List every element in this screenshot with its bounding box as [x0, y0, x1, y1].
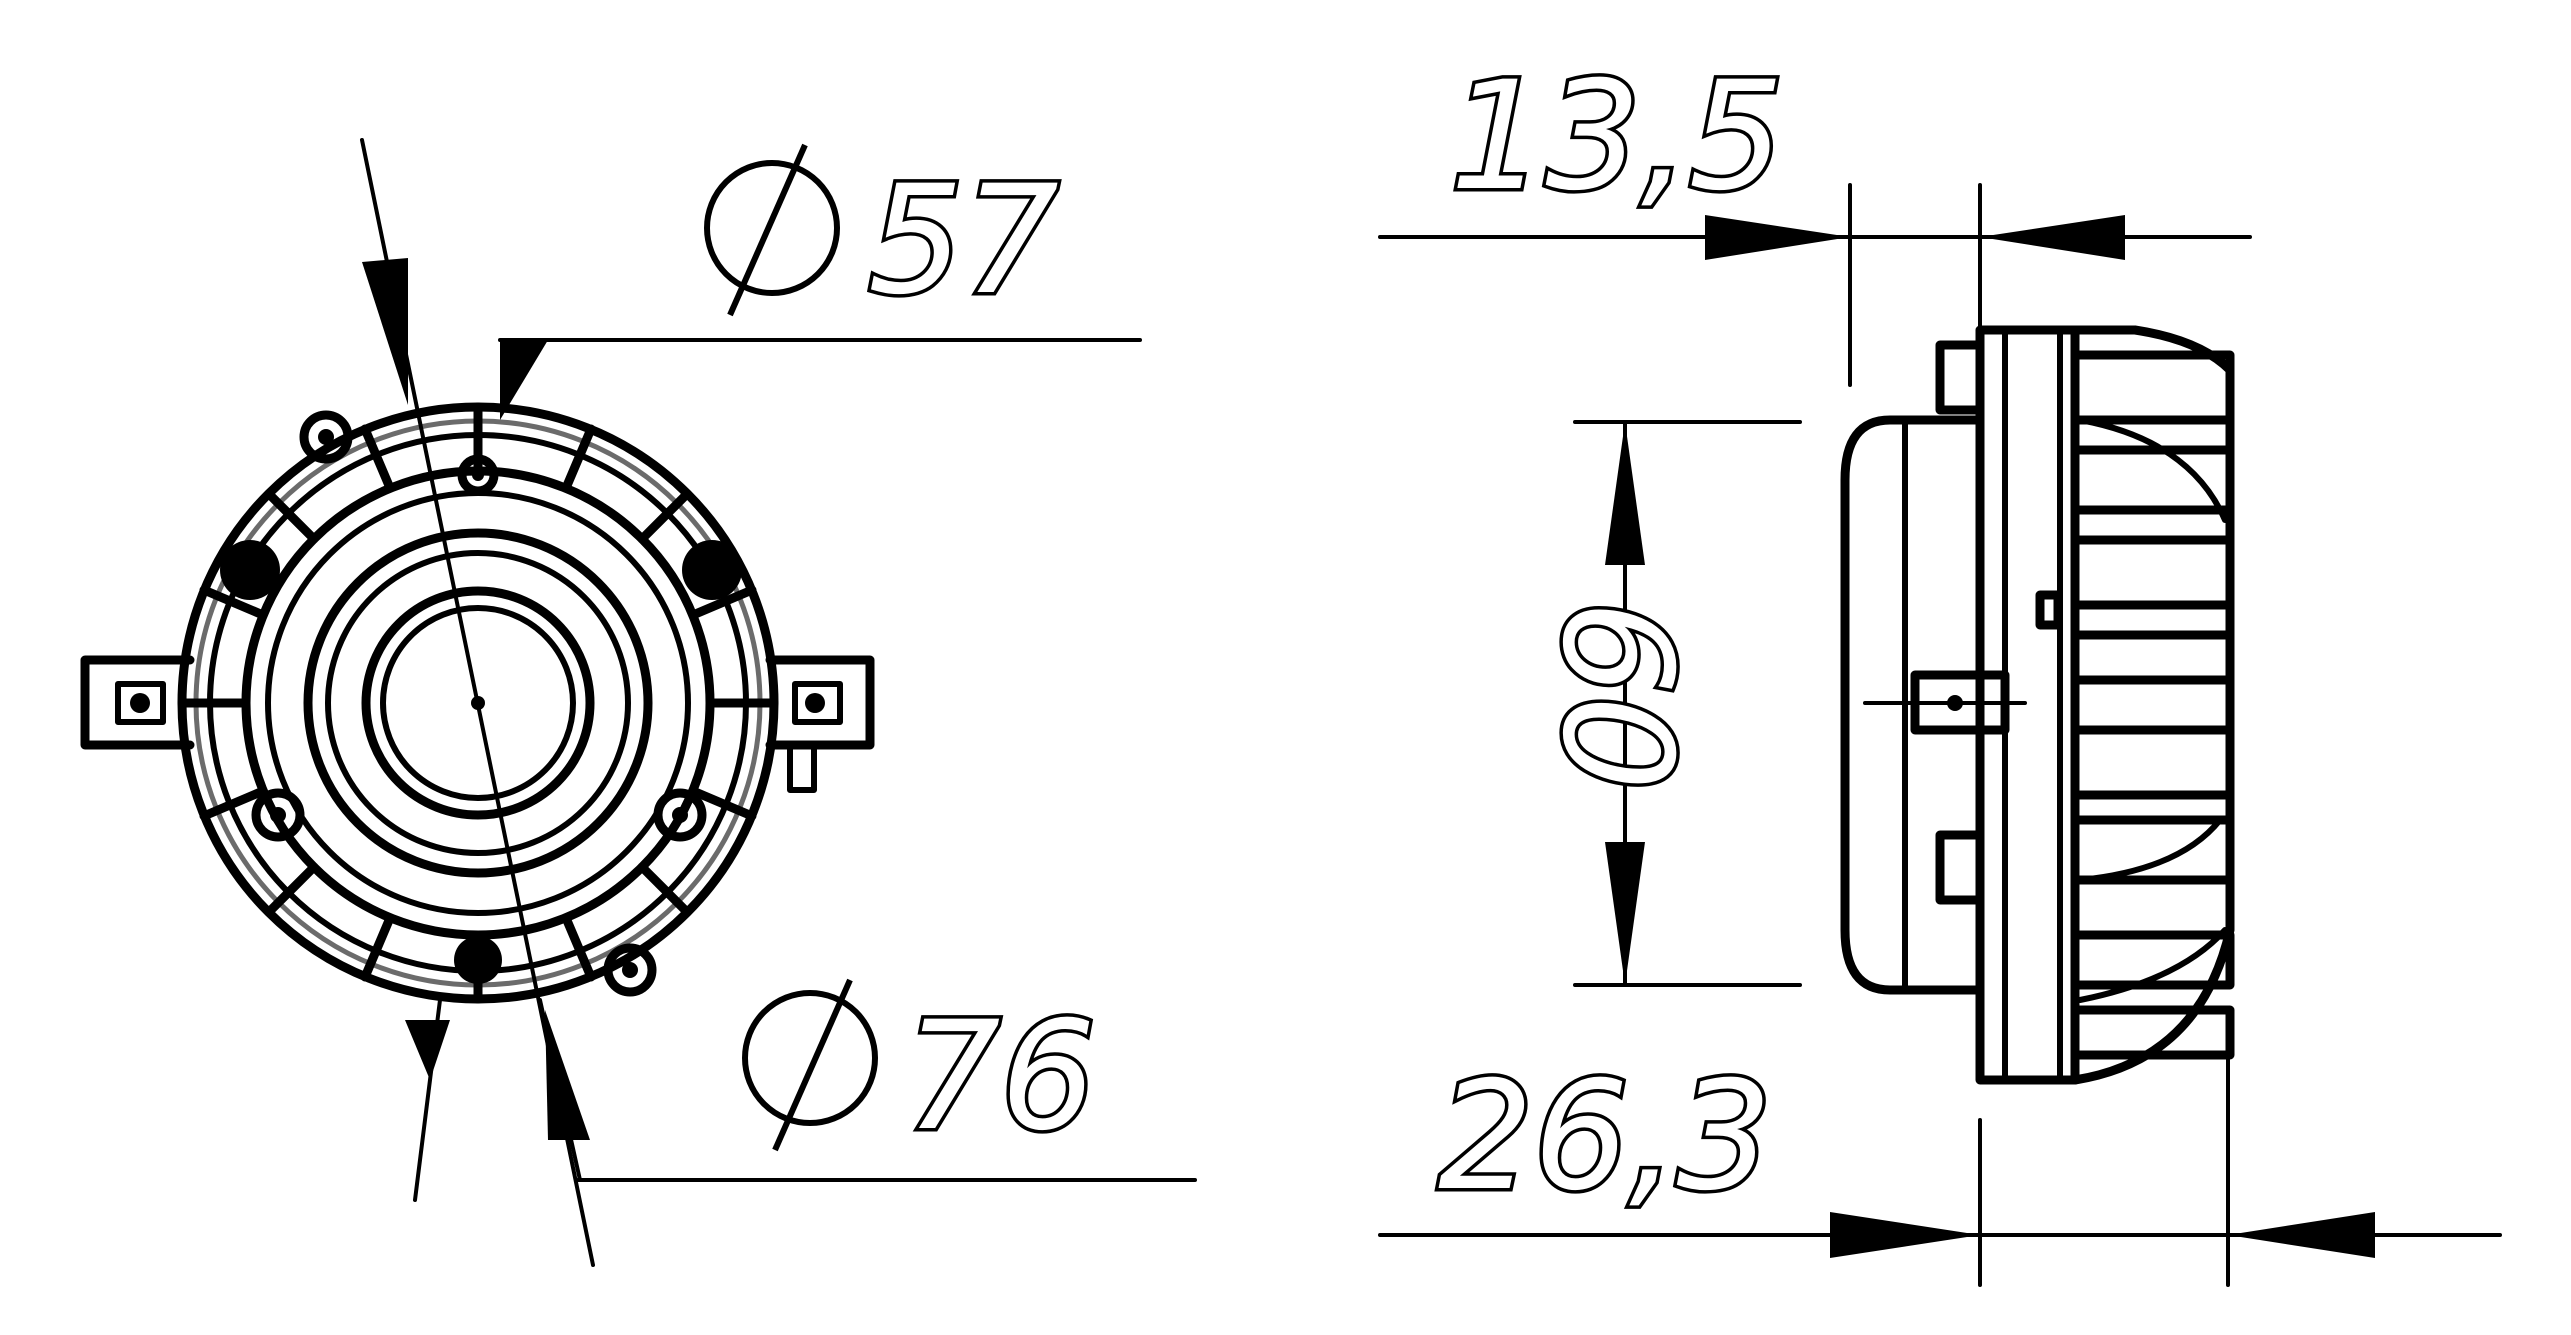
- diameter-76-symbol: [742, 990, 878, 1126]
- side-view: 60 13,5 26,3: [1378, 47, 2502, 1287]
- diameter-57-symbol: [704, 160, 840, 296]
- right-ear-tab: [787, 742, 817, 793]
- diameter-76-symbol-stroke: [772, 978, 853, 1152]
- front-view: 57 76: [80, 138, 1197, 1267]
- inner-ring: [303, 528, 653, 878]
- diameter-57-label: 57: [868, 154, 1059, 328]
- depth-26-3-dimension: [1378, 1053, 2502, 1287]
- height-60-label: 60: [1529, 600, 1703, 791]
- diameter-57-symbol-stroke: [727, 143, 808, 317]
- front-cap: [1840, 415, 1985, 995]
- right-ear-slot: [792, 681, 843, 725]
- height-60-dimension: [1573, 420, 1802, 987]
- rear-fins: [2035, 325, 2235, 1085]
- left-ear-slot: [115, 681, 166, 725]
- depth-13-5-dimension: [1378, 183, 2252, 387]
- diameter-76-dimension: [405, 998, 1197, 1202]
- left-mounting-ear: [80, 655, 195, 750]
- bottom-tab: [1935, 830, 1985, 905]
- mounting-lugs: [220, 410, 742, 997]
- diameter-76-label: 76: [905, 990, 1096, 1164]
- core-ring-2: [380, 605, 576, 801]
- right-ear-dot: [805, 693, 825, 713]
- depth-26-3-label: 26,3: [1438, 1050, 1772, 1224]
- core-ring: [361, 586, 595, 820]
- top-tab: [1935, 340, 1985, 415]
- left-ear-dot: [130, 693, 150, 713]
- diameter-57-dimension: [360, 138, 1142, 1267]
- right-mounting-ear: [765, 655, 875, 750]
- inner-ring-2: [325, 550, 631, 856]
- depth-13-5-label: 13,5: [1450, 50, 1784, 224]
